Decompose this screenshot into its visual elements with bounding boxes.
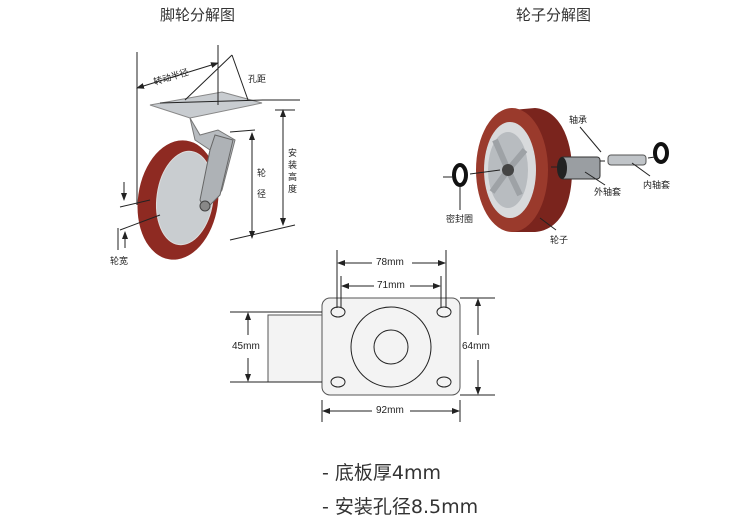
caster-illustration bbox=[117, 45, 300, 260]
wheel-diagram-title: 轮子分解图 bbox=[516, 6, 592, 24]
outer-sleeve-label: 外轴套 bbox=[594, 188, 622, 198]
inner-sleeve-label: 内轴套 bbox=[643, 181, 671, 191]
wheel-width-label: 轮宽 bbox=[110, 257, 129, 267]
spec-plate-thickness: - 底板厚4mm bbox=[322, 462, 442, 484]
plate-width-dim: 64mm bbox=[462, 341, 490, 352]
bearing-label: 轴承 bbox=[569, 116, 588, 126]
wheel-exploded-illustration bbox=[443, 108, 669, 232]
mounting-plate-drawing bbox=[230, 250, 495, 422]
mount-height-label: 安装高度 bbox=[286, 148, 296, 196]
spec-hole-diameter: - 安装孔径8.5mm bbox=[322, 496, 479, 518]
hole-spacing-label: 孔距 bbox=[248, 75, 267, 85]
slot-width-dim: 45mm bbox=[232, 341, 260, 352]
inner-hole-spacing-dim: 71mm bbox=[377, 280, 405, 291]
wheel-diameter-label: 轮径 bbox=[255, 168, 265, 210]
caster-diagram-title: 脚轮分解图 bbox=[160, 6, 236, 24]
plate-length-dim: 92mm bbox=[376, 405, 404, 416]
outer-hole-spacing-dim: 78mm bbox=[376, 257, 404, 268]
wheel-label: 轮子 bbox=[550, 236, 569, 246]
seal-label: 密封圈 bbox=[446, 215, 474, 225]
